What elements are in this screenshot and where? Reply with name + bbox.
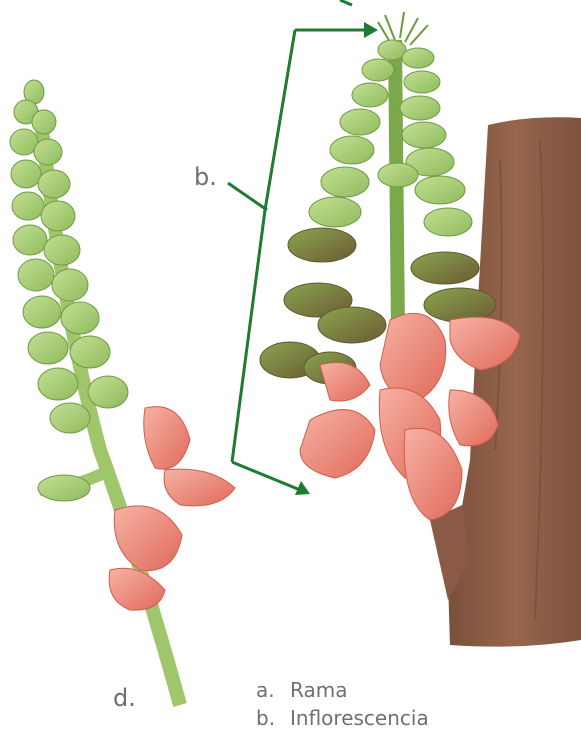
legend-text: Rama [290,678,347,702]
legend-item-b: b.Inflorescencia [256,704,429,732]
arrow-top-icon [364,22,378,38]
legend-text: Inflorescencia [290,706,429,730]
label-d: d. [113,684,136,712]
label-b: b. [194,163,217,191]
legend-key: a. [256,676,290,704]
legend-key: b. [256,704,290,732]
legend-item-a: a.Rama [256,676,429,704]
